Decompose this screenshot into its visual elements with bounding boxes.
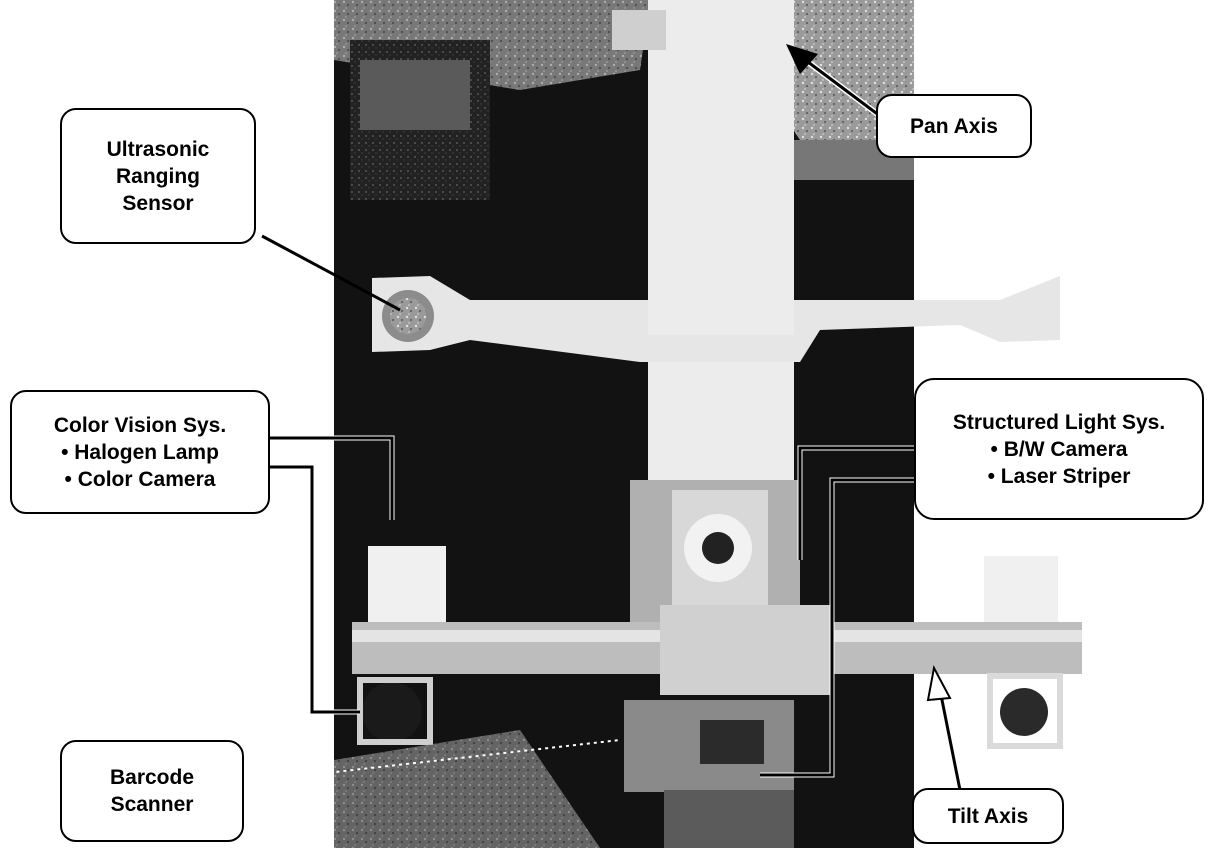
label-line: Sensor bbox=[122, 191, 194, 215]
crossbar-bracket bbox=[372, 276, 1060, 362]
barcode-window bbox=[700, 720, 764, 764]
label-line: Tilt Axis bbox=[947, 804, 1029, 828]
label-line: • Halogen Lamp bbox=[61, 440, 219, 464]
color-camera-leader-core bbox=[258, 465, 360, 714]
label-line: Color Vision Sys. bbox=[53, 413, 227, 437]
color-vision-system-label: Color Vision Sys. • Halogen Lamp • Color… bbox=[10, 390, 270, 514]
right-camera-mount bbox=[987, 673, 1063, 749]
bw-camera-lens-core bbox=[702, 532, 734, 564]
bw-camera-leader-core bbox=[798, 446, 914, 560]
label-line: • B/W Camera bbox=[990, 437, 1128, 461]
barcode-scanner-label: Barcode Scanner bbox=[60, 740, 244, 842]
ultrasonic-leader bbox=[261, 234, 401, 312]
center-hub bbox=[660, 605, 830, 695]
lower-left-texture bbox=[334, 730, 600, 848]
structured-light-system-label: Structured Light Sys. • B/W Camera • Las… bbox=[914, 378, 1204, 520]
tilt-arrowhead bbox=[926, 665, 952, 702]
label-line: Pan Axis bbox=[910, 114, 998, 138]
label-line: • Laser Striper bbox=[987, 464, 1131, 488]
label-line: Structured Light Sys. bbox=[952, 410, 1166, 434]
right-camera-lens bbox=[1000, 688, 1048, 736]
laser-leader-core bbox=[760, 478, 914, 777]
pan-leader-core bbox=[799, 54, 881, 118]
lower-support bbox=[664, 790, 794, 848]
left-block bbox=[360, 60, 470, 130]
halogen-leader-core bbox=[258, 436, 394, 520]
label-line: Scanner bbox=[110, 793, 194, 816]
label-line: • Color Camera bbox=[64, 467, 216, 491]
pan-arrowhead bbox=[786, 44, 818, 74]
ultrasonic-ranging-sensor-label: Ultrasonic Ranging Sensor bbox=[60, 108, 256, 244]
halogen-lamp bbox=[368, 546, 446, 632]
ultrasonic-disc-inner bbox=[390, 298, 426, 334]
label-line: Barcode bbox=[109, 766, 195, 789]
tilt-axis-label: Tilt Axis bbox=[912, 788, 1064, 844]
pan-column-top bbox=[612, 10, 666, 50]
tilt-leader-core bbox=[938, 689, 962, 791]
label-line: Ultrasonic bbox=[106, 137, 210, 161]
label-line: Ranging bbox=[116, 164, 200, 188]
leader-lines bbox=[245, 53, 963, 791]
pan-axis-label: Pan Axis bbox=[876, 94, 1032, 158]
pan-column bbox=[648, 0, 794, 480]
color-camera bbox=[362, 682, 422, 742]
